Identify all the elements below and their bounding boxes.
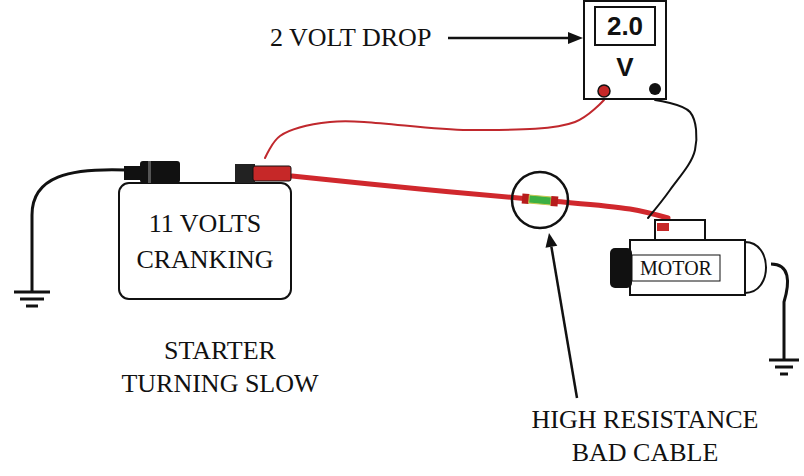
meter-display-text: 2.0 bbox=[607, 12, 643, 41]
motor-end-cap bbox=[610, 248, 632, 288]
red-jack bbox=[598, 85, 610, 97]
solenoid-terminal bbox=[655, 220, 705, 240]
corroded-cable bbox=[529, 195, 552, 205]
leader-line bbox=[551, 247, 577, 398]
ground-wire bbox=[32, 170, 126, 292]
ground-symbol bbox=[20, 298, 44, 301]
multimeter-text: V bbox=[616, 53, 633, 82]
black-jack bbox=[649, 83, 661, 95]
starter-motor-text: MOTOR bbox=[640, 257, 712, 279]
symptom-note: STARTER TURNING SLOW bbox=[120, 335, 320, 400]
battery-case bbox=[119, 183, 291, 299]
positive-terminal bbox=[235, 164, 255, 183]
meter-callout: 2 VOLT DROP bbox=[270, 22, 431, 55]
highlight-circle bbox=[512, 172, 568, 228]
motor-body bbox=[630, 240, 745, 295]
battery-cable bbox=[292, 176, 668, 218]
text-holder: 11 VOLTS CRANKING bbox=[118, 183, 292, 300]
battery-text: 11 VOLTS CRANKING bbox=[128, 206, 282, 276]
leader-line bbox=[448, 37, 569, 40]
bad-cable-section bbox=[522, 193, 559, 206]
negative-cable-clamp bbox=[124, 166, 142, 180]
ground-symbol bbox=[769, 359, 799, 362]
ground-symbol bbox=[14, 291, 50, 294]
leader-arrow-head bbox=[546, 233, 558, 248]
negative-terminal-ridge bbox=[148, 161, 151, 183]
text-holder: 2.0 bbox=[596, 8, 654, 44]
battery: 11 VOLTS CRANKING bbox=[118, 158, 292, 300]
black-test-lead bbox=[648, 100, 696, 218]
ground-symbol bbox=[26, 305, 38, 308]
cable-end bbox=[551, 196, 559, 207]
meter-display: 2.0 bbox=[594, 6, 656, 46]
red-test-lead bbox=[265, 100, 604, 158]
multimeter: V 2.0 bbox=[583, 0, 667, 100]
ground-symbol bbox=[775, 366, 793, 369]
motor-dome bbox=[745, 242, 766, 293]
motor-label-plate bbox=[632, 255, 720, 281]
starter-motor: MOTOR bbox=[605, 218, 773, 298]
positive-cable-clamp bbox=[253, 166, 291, 181]
ground-wire bbox=[771, 264, 788, 360]
negative-terminal bbox=[140, 161, 180, 183]
text-holder: MOTOR bbox=[630, 240, 722, 295]
text-holder: V bbox=[585, 50, 665, 84]
terminal-stud bbox=[657, 223, 669, 231]
fault-callout: HIGH RESISTANCE BAD CABLE bbox=[510, 404, 780, 469]
leader-arrow-head bbox=[568, 32, 583, 44]
ground-symbol bbox=[780, 373, 788, 376]
